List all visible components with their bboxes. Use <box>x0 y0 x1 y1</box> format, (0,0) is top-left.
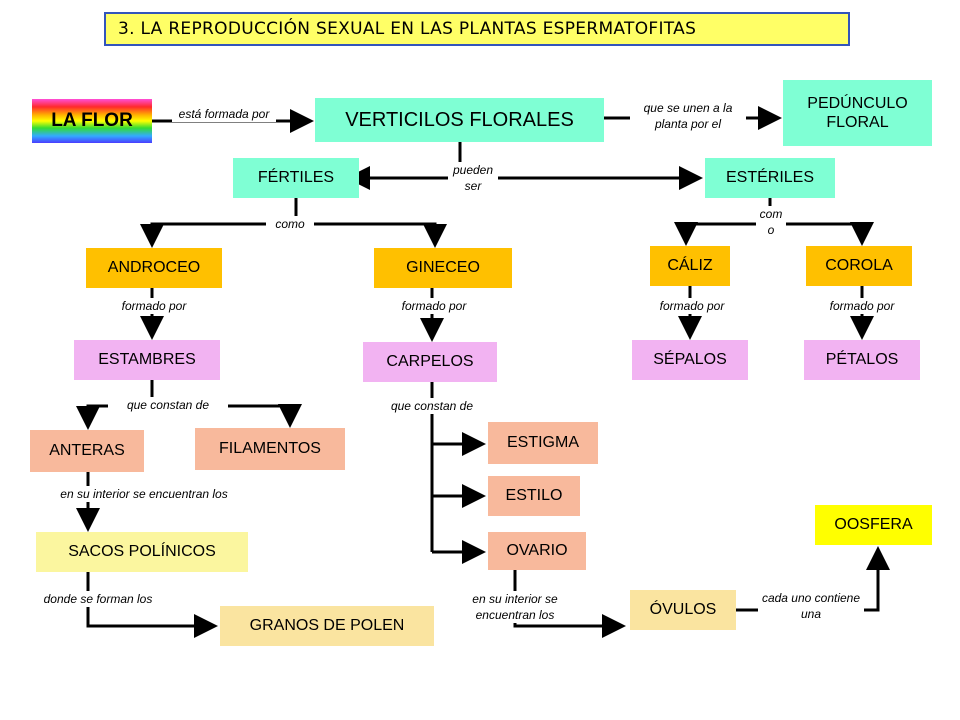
node-verticilos-florales: VERTICILOS FLORALES <box>315 98 604 142</box>
arrow-to-androceo <box>140 222 296 248</box>
node-esteriles: ESTÉRILES <box>705 158 835 198</box>
node-corola: COROLA <box>806 246 912 286</box>
label-formado-por-corola: formado por <box>814 298 910 315</box>
node-oosfera: OOSFERA <box>815 505 932 545</box>
label-formado-por-caliz: formado por <box>644 298 740 315</box>
label-pueden-ser: pueden ser <box>448 162 498 195</box>
node-fertiles: FÉRTILES <box>233 158 359 198</box>
node-sepalos: SÉPALOS <box>632 340 748 380</box>
label-que-constan-estambres: que constan de <box>108 397 228 414</box>
arrow-to-caliz <box>674 222 770 246</box>
node-ovulos: ÓVULOS <box>630 590 736 630</box>
node-estilo: ESTILO <box>488 476 580 516</box>
label-interior-ovario: en su interior se encuentran los <box>460 591 570 624</box>
arrow-ovario-ovulos <box>513 570 626 638</box>
arrow-sacos-granos <box>86 572 218 638</box>
node-androceo: ANDROCEO <box>86 248 222 288</box>
node-carpelos: CARPELOS <box>363 342 497 382</box>
page-title: 3. LA REPRODUCCIÓN SEXUAL EN LAS PLANTAS… <box>104 12 850 46</box>
node-filamentos: FILAMENTOS <box>195 428 345 470</box>
node-anteras: ANTERAS <box>30 430 144 472</box>
node-petalos: PÉTALOS <box>804 340 920 380</box>
label-que-se-unen: que se unen a la planta por el <box>630 100 746 133</box>
node-pedunculo-floral: PEDÚNCULO FLORAL <box>783 80 932 146</box>
label-esta-formada-por: está formada por <box>172 106 276 123</box>
node-estambres: ESTAMBRES <box>74 340 220 380</box>
arrow-to-corola <box>770 222 874 246</box>
arrow-to-gineceo <box>296 222 447 248</box>
label-formado-por-gineceo: formado por <box>384 298 484 315</box>
node-caliz: CÁLIZ <box>650 246 730 286</box>
node-la-flor: LA FLOR <box>32 99 152 143</box>
label-como: como <box>266 216 314 233</box>
label-formado-por-androceo: formado por <box>104 298 204 315</box>
label-donde-se-forman: donde se forman los <box>18 591 178 608</box>
label-interior-anteras: en su interior se encuentran los <box>28 486 260 503</box>
node-gineceo: GINECEO <box>374 248 512 288</box>
node-estigma: ESTIGMA <box>488 422 598 464</box>
label-como-split: com o <box>756 206 786 239</box>
node-sacos-polinicos: SACOS POLÍNICOS <box>36 532 248 572</box>
node-ovario: OVARIO <box>488 532 586 570</box>
label-que-constan-carpelos: que constan de <box>372 398 492 415</box>
label-cada-uno: cada uno contiene una <box>758 590 864 623</box>
node-granos-de-polen: GRANOS DE POLEN <box>220 606 434 646</box>
